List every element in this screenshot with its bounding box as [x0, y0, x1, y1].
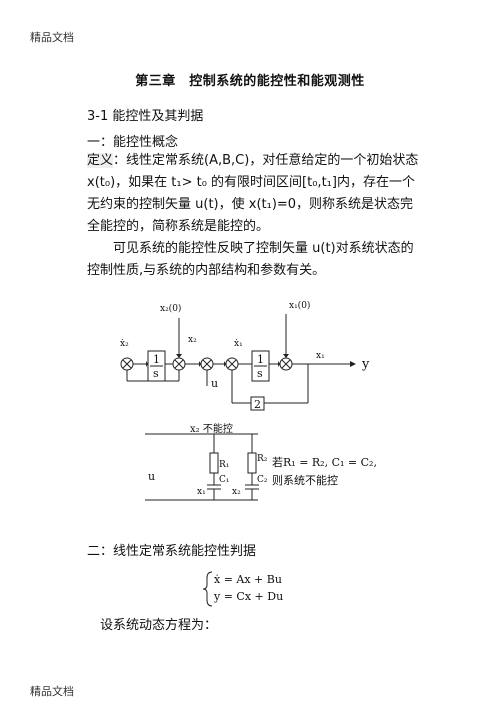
output-equation: y = Cx + Du	[214, 590, 284, 603]
c2-label: C₂	[257, 475, 268, 485]
circuit-condition: 若R₁ = R₂, C₁ = C₂,	[272, 456, 377, 469]
definition-text: ：线性定常系统(A,B,C)，对任意给定的一个初始状态 x(t₀)，如果在 t₁…	[87, 153, 419, 234]
resistor-r2	[247, 452, 257, 474]
x2-dot-label: ẋ₂	[120, 339, 129, 349]
integrator-2-numerator: 1	[153, 353, 160, 366]
controllability-paragraph: 可见系统的能控性反映了控制矢量 u(t)对系统状态的控制性质,与系统的内部结构和…	[87, 241, 414, 278]
x2-label: x₂	[188, 335, 197, 345]
x1-voltage-label: x₁	[197, 487, 206, 497]
resistor-r1	[209, 452, 219, 474]
integrator-block-1	[251, 350, 270, 382]
page-footer: 精品文档	[30, 685, 74, 698]
gain-label: 2	[254, 398, 261, 411]
rc-circuit: R₁ C₁ R₂ C₂ x₁ x₂ u	[145, 433, 268, 501]
r1-label: R₁	[219, 460, 229, 470]
circuit-conclusion: 则系统不能控	[272, 474, 338, 487]
x2-initial-label: x₂(0)	[160, 303, 181, 314]
x1-initial-label: x₁(0)	[289, 300, 310, 311]
section-two-heading: 二：线性定常系统能控性判据	[87, 544, 257, 559]
x2-voltage-label: x₂	[232, 487, 241, 497]
integrator-1-numerator: 1	[257, 353, 264, 366]
state-equation: ẋ = Ax + Bu	[214, 573, 282, 586]
definition-paragraph: 定义：线性定常系统(A,B,C)，对任意给定的一个初始状态 x(t₀)，如果在 …	[87, 150, 420, 238]
output-y-label: y	[361, 357, 370, 372]
x1-dot-label: ẋ₁	[234, 339, 243, 349]
x1-label: x₁	[316, 351, 325, 361]
page-header: 精品文档	[30, 31, 74, 44]
equation-brace	[202, 571, 213, 607]
input-u-label: u	[211, 377, 218, 390]
section-one-heading: 一：能控性概念	[87, 135, 179, 150]
integrator-2-denominator: s	[153, 367, 159, 380]
equation-intro: 设系统动态方程为：	[100, 618, 218, 633]
definition-label: 定义	[87, 153, 114, 168]
chapter-title: 第三章 控制系统的能控性和能观测性	[135, 74, 365, 89]
section-3-1-heading: 3-1 能控性及其判据	[87, 109, 204, 124]
circuit-input-u: u	[148, 470, 155, 483]
integrator-1-denominator: s	[257, 367, 263, 380]
r2-label: R₂	[257, 454, 268, 464]
block-diagram-caption: x₂ 不能控	[190, 424, 233, 435]
c1-label: C₁	[219, 475, 230, 485]
block-diagram: ẋ₂ x₂(0) x₂ ẋ₁ x₁(0) x₁ 1 s 1 s 2 u y	[120, 300, 370, 411]
